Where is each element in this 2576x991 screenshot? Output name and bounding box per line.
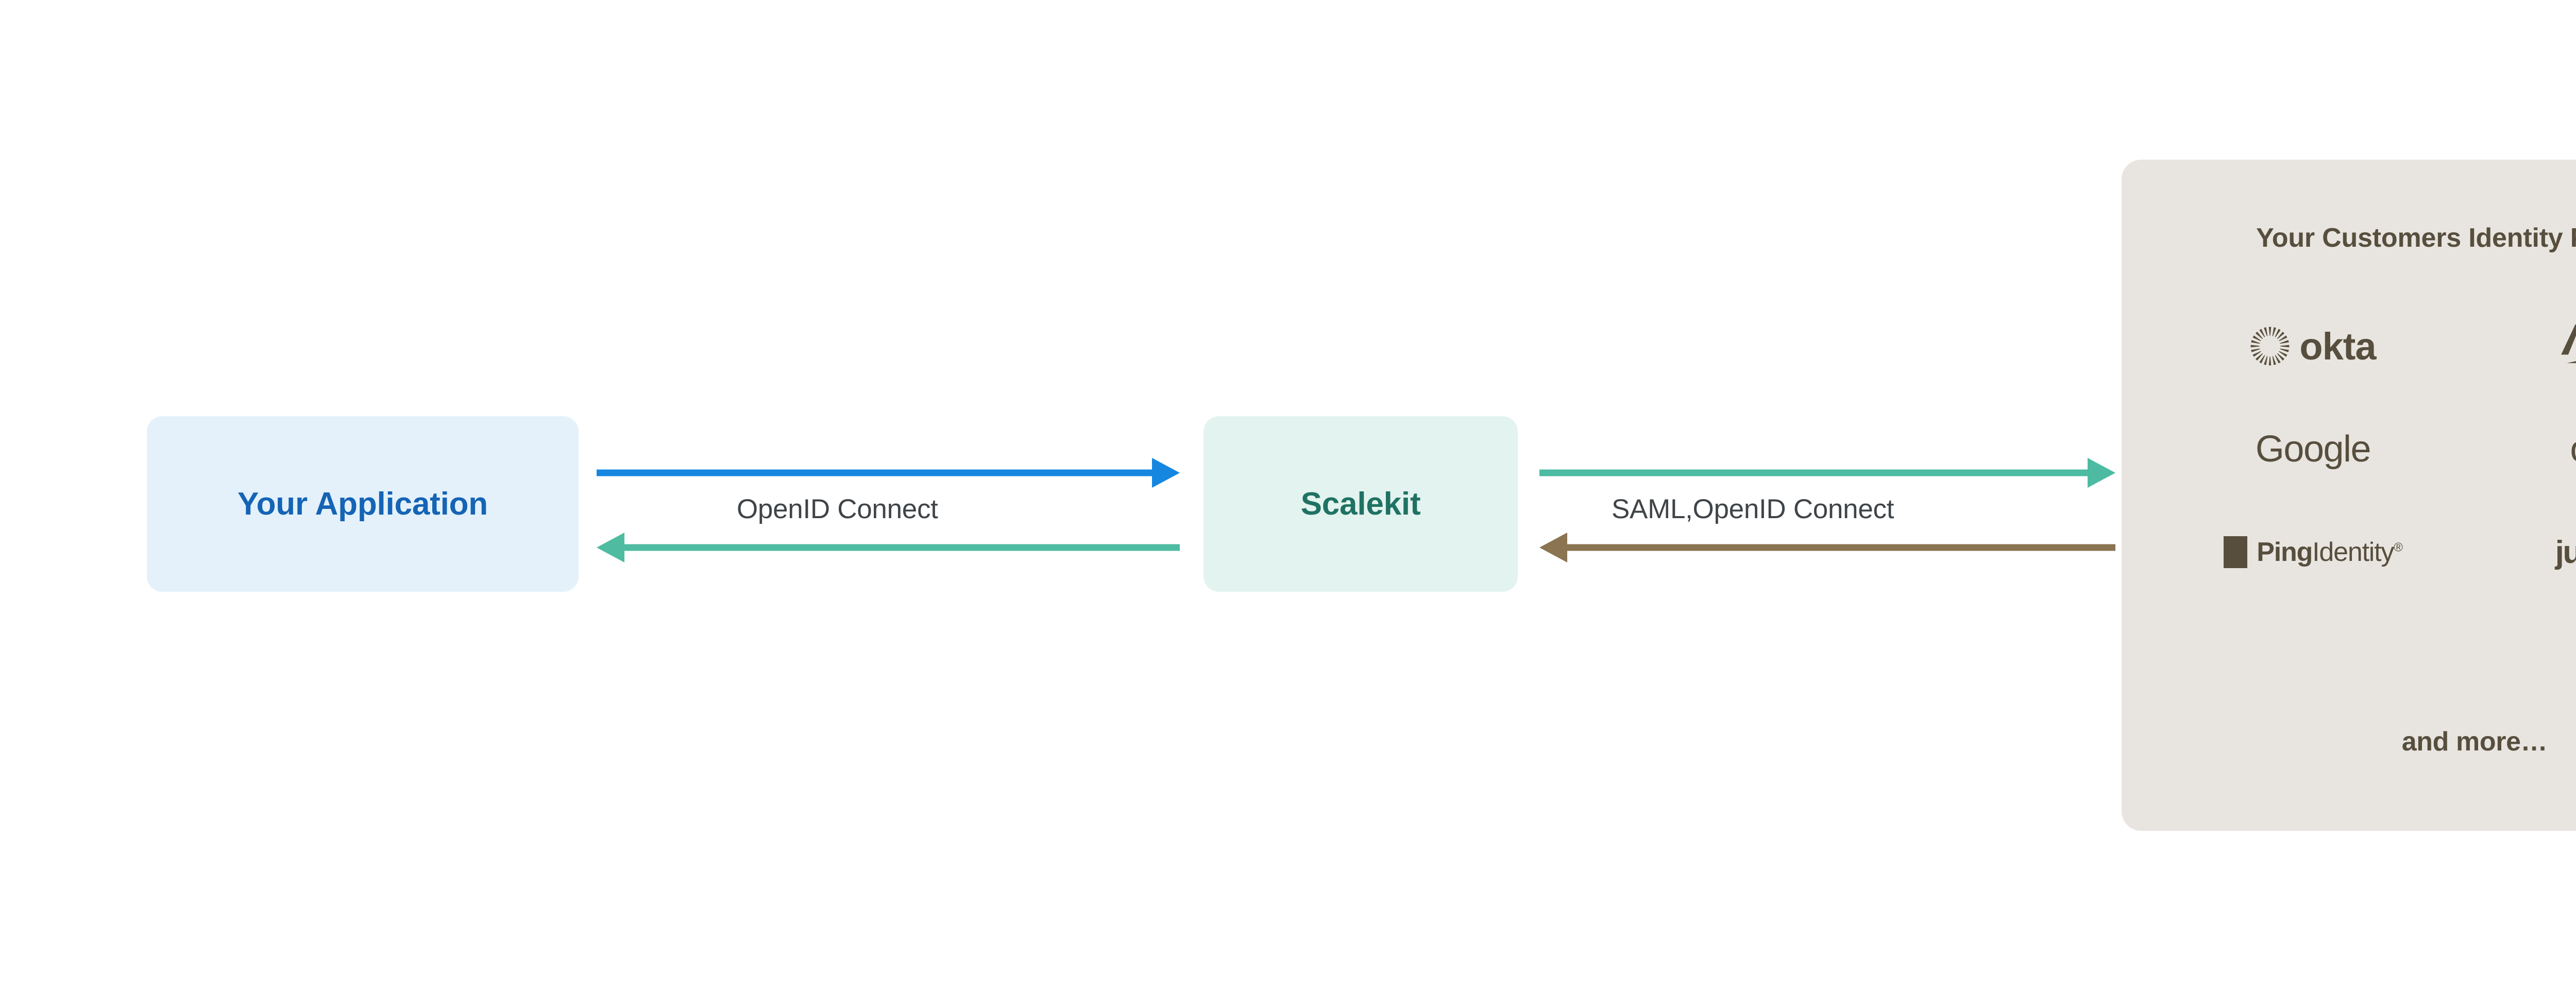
provider-jumpcloud[interactable]: jumpcloud™ bbox=[2555, 534, 2576, 571]
provider-jumpcloud-label: jumpcloud™ bbox=[2555, 534, 2576, 571]
identity-providers-logo-grid: okta Azure Google onelogin Ping bbox=[2151, 295, 2576, 604]
provider-google-label: Google bbox=[2255, 429, 2371, 470]
provider-onelogin-label: onelogin bbox=[2570, 428, 2576, 470]
arrow-idp-to-scalekit bbox=[1539, 533, 2115, 562]
provider-google[interactable]: Google bbox=[2255, 428, 2371, 470]
arrow-scalekit-to-idp bbox=[1539, 458, 2115, 488]
identity-providers-panel-title: Your Customers Identity Providers bbox=[2256, 223, 2576, 253]
provider-pingidentity[interactable]: PingIdentity® bbox=[2224, 536, 2403, 568]
provider-jumpcloud-label-text: jumpcloud bbox=[2555, 534, 2576, 570]
edge-label-openid-connect: OpenID Connect bbox=[737, 494, 938, 524]
provider-pingidentity-label-regular: Identity bbox=[2312, 537, 2394, 567]
provider-azure[interactable]: Azure bbox=[2561, 323, 2576, 369]
identity-providers-panel: Your Customers Identity Providers okta A… bbox=[2122, 160, 2576, 831]
identity-providers-footer: and more… bbox=[2401, 727, 2548, 757]
node-scalekit-label: Scalekit bbox=[1300, 486, 1421, 522]
okta-sunburst-icon bbox=[2251, 327, 2290, 366]
provider-okta-label: okta bbox=[2299, 324, 2376, 368]
ping-square-icon bbox=[2224, 536, 2248, 568]
provider-pingidentity-registered-mark: ® bbox=[2394, 540, 2403, 555]
node-scalekit[interactable]: Scalekit bbox=[1204, 416, 1518, 592]
provider-pingidentity-label-bold: Ping bbox=[2257, 537, 2313, 567]
provider-pingidentity-label: PingIdentity® bbox=[2257, 537, 2403, 568]
edge-label-saml-openid-connect: SAML,OpenID Connect bbox=[1612, 494, 1894, 524]
provider-okta[interactable]: okta bbox=[2250, 324, 2377, 368]
node-your-application[interactable]: Your Application bbox=[147, 416, 579, 592]
arrow-app-to-scalekit bbox=[597, 458, 1180, 488]
arrow-scalekit-to-app bbox=[597, 533, 1180, 562]
provider-onelogin[interactable]: onelogin bbox=[2570, 428, 2576, 470]
azure-triangle-icon bbox=[2561, 324, 2576, 363]
node-your-application-label: Your Application bbox=[238, 486, 488, 522]
